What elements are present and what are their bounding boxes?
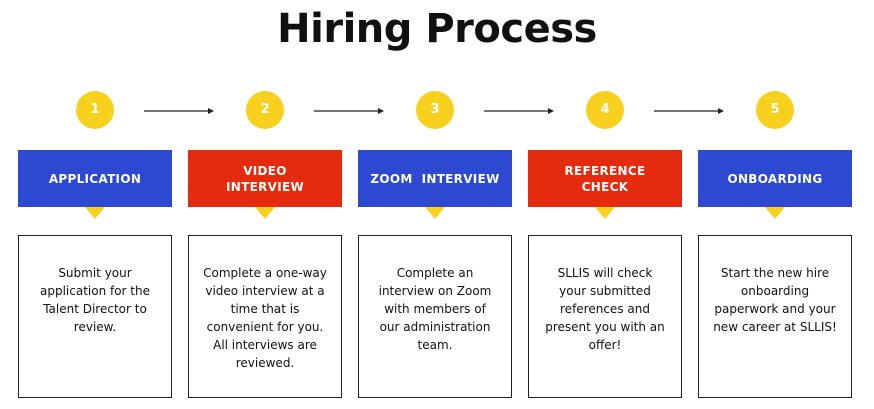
right-arrow-icon [144,108,214,114]
step-number-badge: 1 [76,91,114,129]
step-description: SLLIS will check your submitted referenc… [528,235,682,398]
step-1: 1 APPLICATION Submit your application fo… [18,0,172,409]
step-5: 5 ONBOARDING Start the new hire onboardi… [698,0,852,409]
step-3: 3 ZOOM INTERVIEW Complete an interview o… [358,0,512,409]
pointer-triangle-icon [255,207,275,219]
step-description: Submit your application for the Talent D… [18,235,172,398]
step-number-badge: 2 [246,91,284,129]
step-label-box: APPLICATION [18,150,172,207]
step-number-badge: 4 [586,91,624,129]
step-4: 4 REFERENCE CHECK SLLIS will check your … [528,0,682,409]
step-label-box: ONBOARDING [698,150,852,207]
pointer-triangle-icon [425,207,445,219]
step-label-box: REFERENCE CHECK [528,150,682,207]
right-arrow-icon [484,108,554,114]
pointer-triangle-icon [85,207,105,219]
step-number-badge: 3 [416,91,454,129]
step-2: 2 VIDEO INTERVIEW Complete a one-way vid… [188,0,342,409]
page-title: Hiring Process [277,6,597,52]
step-number-badge: 5 [756,91,794,129]
step-label-box: ZOOM INTERVIEW [358,150,512,207]
pointer-triangle-icon [595,207,615,219]
step-description: Complete an interview on Zoom with membe… [358,235,512,398]
step-description: Start the new hire onboarding paperwork … [698,235,852,398]
step-label-box: VIDEO INTERVIEW [188,150,342,207]
pointer-triangle-icon [765,207,785,219]
right-arrow-icon [654,108,724,114]
right-arrow-icon [314,108,384,114]
step-description: Complete a one-way video interview at a … [188,235,342,398]
